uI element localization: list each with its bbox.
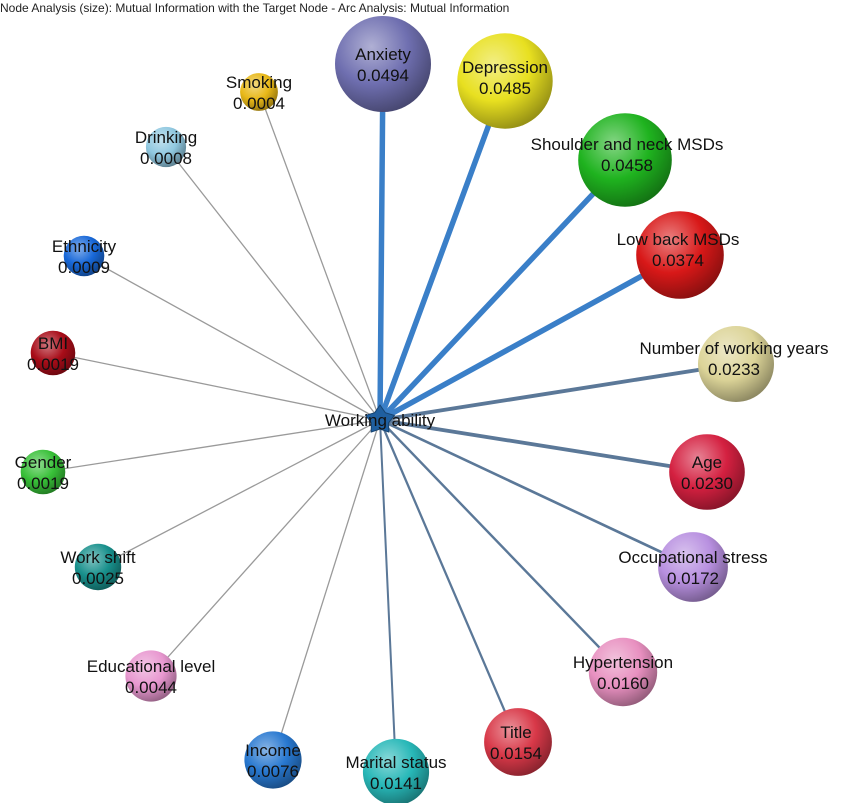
node-value-working-years: 0.0233 — [708, 360, 760, 379]
node-educational-level[interactable] — [125, 650, 177, 702]
node-value-anxiety: 0.0494 — [357, 66, 409, 85]
nodes-group — [20, 16, 774, 803]
node-age[interactable] — [669, 434, 745, 510]
node-label-working-years: Number of working years — [640, 339, 829, 358]
node-bmi[interactable] — [30, 330, 76, 376]
node-marital-status[interactable] — [362, 738, 430, 803]
node-value-shoulder-neck: 0.0458 — [601, 156, 653, 175]
node-label-work-shift: Work shift — [60, 548, 136, 567]
node-label-smoking: Smoking — [226, 73, 292, 92]
arc-shoulder-neck — [377, 157, 628, 423]
node-value-ethnicity: 0.0009 — [58, 258, 110, 277]
arc-hypertension — [378, 418, 625, 674]
arc-drinking — [165, 146, 381, 421]
node-label-shoulder-neck: Shoulder and neck MSDs — [531, 135, 724, 154]
node-value-smoking: 0.0004 — [233, 94, 285, 113]
node-label-income: Income — [245, 741, 301, 760]
arcs-group — [42, 61, 738, 774]
node-label-marital-status: Marital status — [345, 753, 446, 772]
target-node[interactable] — [364, 404, 396, 433]
node-working-years[interactable] — [698, 326, 774, 402]
node-label-title: Title — [500, 723, 532, 742]
arc-anxiety — [377, 61, 386, 423]
node-value-depression: 0.0485 — [479, 79, 531, 98]
target-node-label: Working ability — [325, 411, 436, 430]
chart-header: Node Analysis (size): Mutual Information… — [0, 1, 510, 15]
node-value-hypertension: 0.0160 — [597, 674, 649, 693]
node-label-depression: Depression — [462, 58, 548, 77]
node-ethnicity[interactable] — [63, 235, 105, 277]
node-label-bmi: BMI — [38, 334, 68, 353]
node-low-back[interactable] — [636, 211, 724, 299]
node-label-anxiety: Anxiety — [355, 45, 411, 64]
node-value-educational-level: 0.0044 — [125, 678, 177, 697]
node-hypertension[interactable] — [588, 637, 658, 707]
node-value-work-shift: 0.0025 — [72, 569, 124, 588]
target-node-group — [364, 404, 396, 433]
node-shoulder-neck[interactable] — [578, 113, 672, 207]
arc-ethnicity — [83, 255, 381, 421]
arc-low-back — [377, 252, 683, 423]
node-drinking[interactable] — [145, 126, 187, 168]
node-label-occupational-stress: Occupational stress — [618, 548, 767, 567]
node-income[interactable] — [244, 731, 302, 789]
arc-occupational-stress — [378, 418, 695, 569]
node-label-hypertension: Hypertension — [573, 653, 673, 672]
node-label-low-back: Low back MSDs — [617, 230, 740, 249]
node-value-bmi: 0.0019 — [27, 355, 79, 374]
node-value-title: 0.0154 — [490, 744, 542, 763]
node-work-shift[interactable] — [74, 543, 122, 591]
node-anxiety[interactable] — [335, 16, 431, 112]
arc-depression — [377, 78, 508, 423]
arc-working-years — [378, 362, 738, 422]
arc-gender — [42, 419, 381, 473]
arc-age — [378, 418, 709, 474]
node-gender[interactable] — [20, 449, 66, 495]
arc-income — [272, 419, 381, 761]
arc-smoking — [258, 91, 381, 421]
node-label-gender: Gender — [15, 453, 72, 472]
node-value-occupational-stress: 0.0172 — [667, 569, 719, 588]
node-value-low-back: 0.0374 — [652, 251, 704, 270]
node-occupational-stress[interactable] — [658, 532, 728, 602]
node-label-drinking: Drinking — [135, 128, 197, 147]
node-label-age: Age — [692, 453, 722, 472]
arc-educational-level — [150, 419, 381, 677]
node-value-marital-status: 0.0141 — [370, 774, 422, 793]
node-label-educational-level: Educational level — [87, 657, 216, 676]
node-smoking[interactable] — [240, 73, 278, 111]
node-value-income: 0.0076 — [247, 762, 299, 781]
arc-work-shift — [97, 419, 381, 568]
node-depression[interactable] — [457, 33, 553, 129]
node-label-ethnicity: Ethnicity — [52, 237, 117, 256]
arc-marital-status — [378, 418, 398, 774]
arc-title — [378, 418, 520, 744]
node-title[interactable] — [484, 708, 552, 776]
node-value-gender: 0.0019 — [17, 474, 69, 493]
arc-bmi — [52, 352, 381, 421]
node-value-age: 0.0230 — [681, 474, 733, 493]
node-value-drinking: 0.0008 — [140, 149, 192, 168]
